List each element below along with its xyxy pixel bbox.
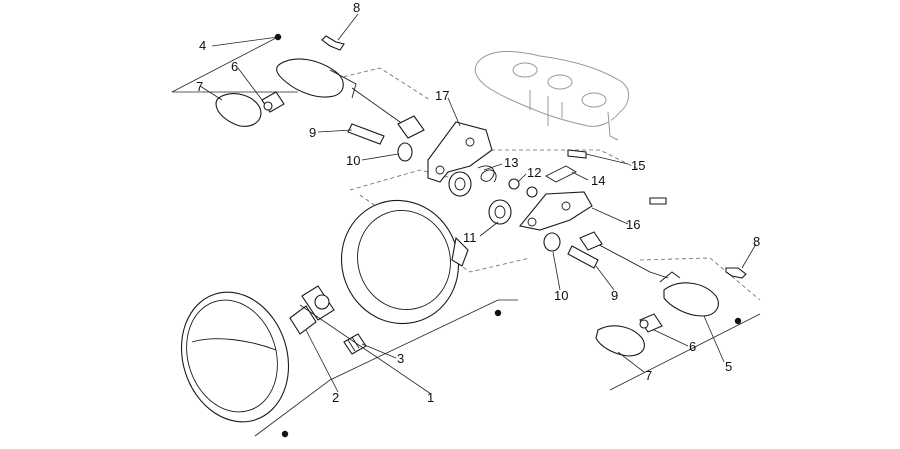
- assembly-boundaries: [171, 36, 761, 437]
- label-3: 3: [397, 351, 404, 366]
- indicator-left-body: [276, 58, 425, 139]
- bracket-lower: [518, 191, 593, 231]
- bolt-lower-15: [649, 197, 667, 205]
- indicator-lens-right: [595, 325, 645, 357]
- headlight-front-rim: [180, 291, 290, 423]
- label-10-left: 10: [346, 153, 360, 168]
- label-10-right: 10: [554, 288, 568, 303]
- bolt-left: [347, 123, 385, 145]
- spring-clip: [477, 165, 497, 183]
- label-9-right: 9: [611, 288, 618, 303]
- label-16: 16: [626, 217, 640, 232]
- screw-right: [725, 267, 747, 279]
- label-7-lower: 7: [645, 368, 652, 383]
- label-7-upper: 7: [196, 79, 203, 94]
- label-8-upper: 8: [353, 0, 360, 15]
- spacer-left: [397, 142, 413, 162]
- screw-upper: [321, 35, 345, 51]
- indicator-right-body: [579, 231, 719, 317]
- indicator-bulb-left: [261, 91, 285, 113]
- label-6-lower: 6: [689, 339, 696, 354]
- label-4: 4: [199, 38, 206, 53]
- label-1: 1: [427, 390, 434, 405]
- label-8-right: 8: [753, 234, 760, 249]
- label-13: 13: [504, 155, 518, 170]
- label-15: 15: [631, 158, 645, 173]
- headlight-bulb: [289, 285, 335, 335]
- label-2: 2: [332, 390, 339, 405]
- leader-lines: [199, 13, 757, 395]
- label-5: 5: [725, 359, 732, 374]
- reference-dots: [274, 33, 742, 438]
- label-12: 12: [527, 165, 541, 180]
- rubber-grommets: [448, 171, 512, 225]
- bolt-right: [567, 245, 599, 269]
- label-17: 17: [435, 88, 449, 103]
- triple-clamp-ghost: [474, 50, 629, 141]
- nuts: [508, 178, 538, 198]
- bolt-upper-15: [567, 149, 587, 159]
- indicator-lens-left: [215, 93, 262, 127]
- clip: [545, 165, 577, 183]
- indicator-bulb-right: [639, 313, 663, 333]
- spacer-right: [543, 232, 561, 252]
- label-14: 14: [591, 173, 605, 188]
- callout-labels: 1 2 3 4 6 7 8 9 10 17 13 12 14 15 16 11 …: [196, 0, 760, 405]
- label-6-upper: 6: [231, 59, 238, 74]
- label-9-left: 9: [309, 125, 316, 140]
- headlight-shell: [340, 199, 469, 325]
- label-11: 11: [463, 230, 477, 245]
- bracket-upper: [427, 121, 493, 183]
